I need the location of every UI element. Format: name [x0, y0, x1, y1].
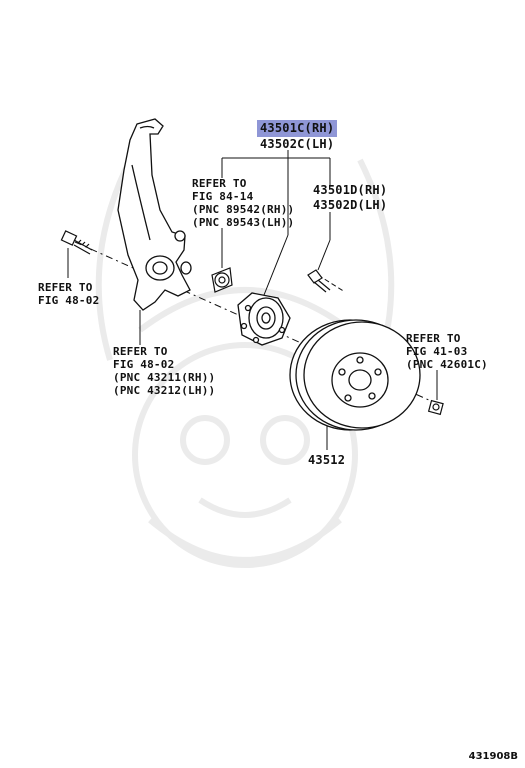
- lug-nut: [427, 399, 444, 416]
- watermark-emblem: [95, 158, 395, 568]
- refer-sensor-line-1: REFER TO: [192, 177, 247, 190]
- refer-knuckle-line-4: (PNC 43212(LH)): [113, 384, 216, 397]
- hub-alt-lh-label[interactable]: 43502D(LH): [313, 198, 388, 212]
- steering-knuckle: [117, 118, 192, 311]
- refer-nut-line-3: (PNC 42601C): [406, 358, 488, 371]
- hub-main-lh-label[interactable]: 43502C(LH): [260, 137, 335, 151]
- callout-leaders: [67, 150, 438, 450]
- brake-disc: [289, 319, 421, 431]
- refer-sensor-line-4: (PNC 89543(LH)): [192, 216, 295, 229]
- refer-knuckle-line-3: (PNC 43211(RH)): [113, 371, 216, 384]
- refer-knuckle-line-1: REFER TO: [113, 345, 168, 358]
- hub-bolt: [307, 269, 331, 293]
- refer-knuckle: REFER TO FIG 48-02 (PNC 43211(RH)) (PNC …: [113, 345, 215, 397]
- sensor-axis: [317, 274, 346, 293]
- diagram-number: 431908B: [468, 751, 518, 762]
- callout-hub-main: 43501C(RH) 43502C(LH): [257, 120, 338, 152]
- speed-sensor: [211, 267, 233, 293]
- disc-label[interactable]: 43512: [308, 453, 346, 467]
- hub-bearing: [237, 292, 291, 346]
- hub-alt-rh-label[interactable]: 43501D(RH): [313, 183, 388, 197]
- refer-nut-line-1: REFER TO: [406, 332, 461, 345]
- refer-bolt: REFER TO FIG 48-02: [38, 281, 99, 307]
- hub-main-rh-label[interactable]: 43501C(RH): [257, 120, 338, 137]
- refer-sensor-line-2[interactable]: FIG 84-14: [192, 190, 254, 203]
- refer-knuckle-line-2[interactable]: FIG 48-02: [113, 358, 175, 371]
- knuckle-bolt: [60, 230, 93, 255]
- callout-hub-alt: 43501D(RH) 43502D(LH): [313, 183, 387, 213]
- refer-bolt-line-1: REFER TO: [38, 281, 93, 294]
- refer-sensor-line-3: (PNC 89542(RH)): [192, 203, 295, 216]
- refer-nut-line-2[interactable]: FIG 41-03: [406, 345, 468, 358]
- callout-disc: 43512: [308, 453, 345, 468]
- refer-bolt-line-2[interactable]: FIG 48-02: [38, 294, 100, 307]
- refer-sensor: REFER TO FIG 84-14 (PNC 89542(RH)) (PNC …: [192, 177, 294, 229]
- refer-nut: REFER TO FIG 41-03 (PNC 42601C): [406, 332, 488, 371]
